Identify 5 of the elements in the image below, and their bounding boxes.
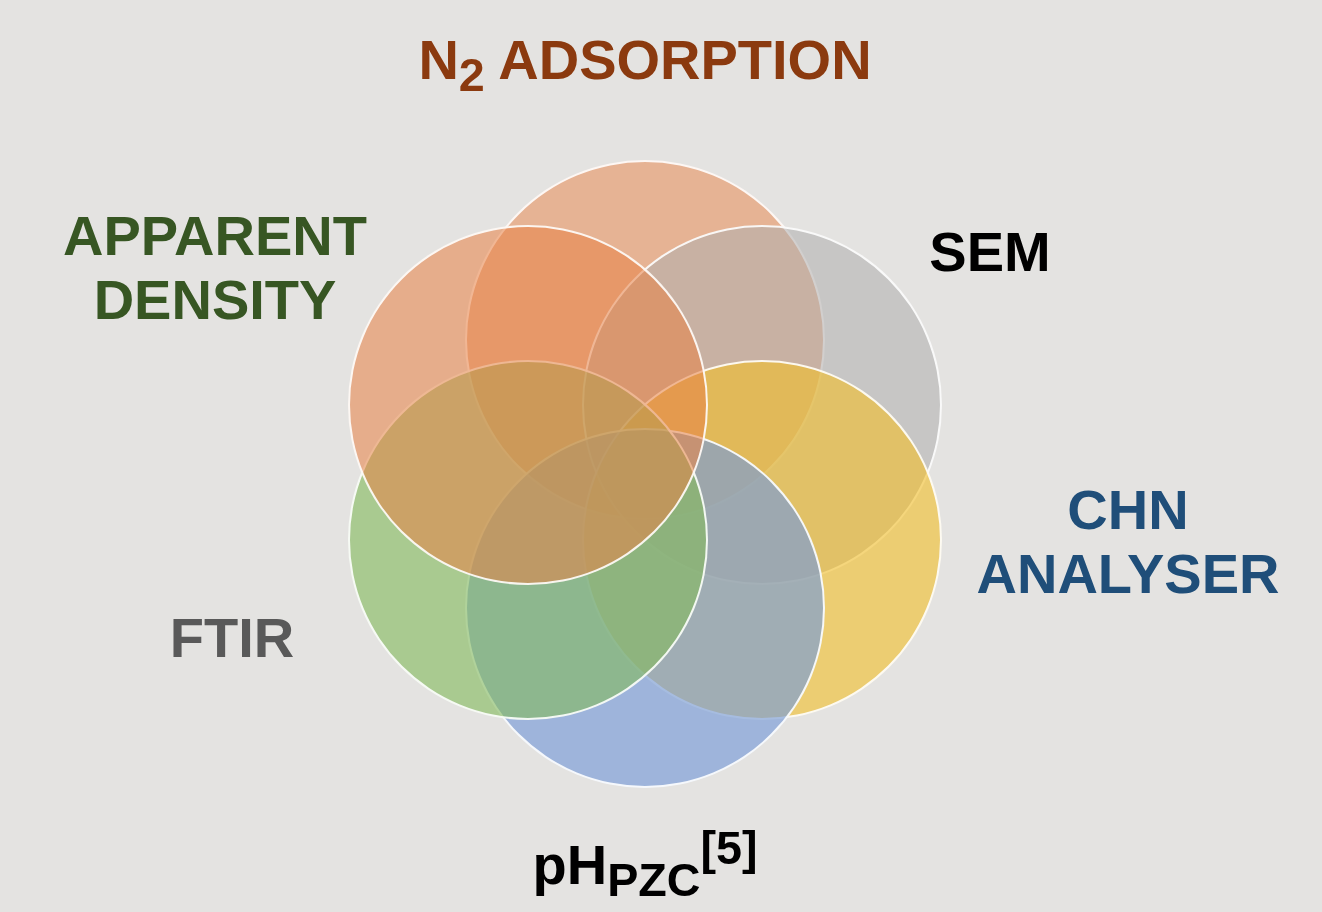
category-label: SEM: [929, 219, 1051, 285]
category-label: CHN ANALYSER: [975, 477, 1281, 607]
category-label: FTIR: [169, 605, 295, 671]
category-label: N$_{2}$ ADSORPTION: [418, 27, 872, 103]
category-label: APPARENT DENSITY: [62, 203, 368, 333]
